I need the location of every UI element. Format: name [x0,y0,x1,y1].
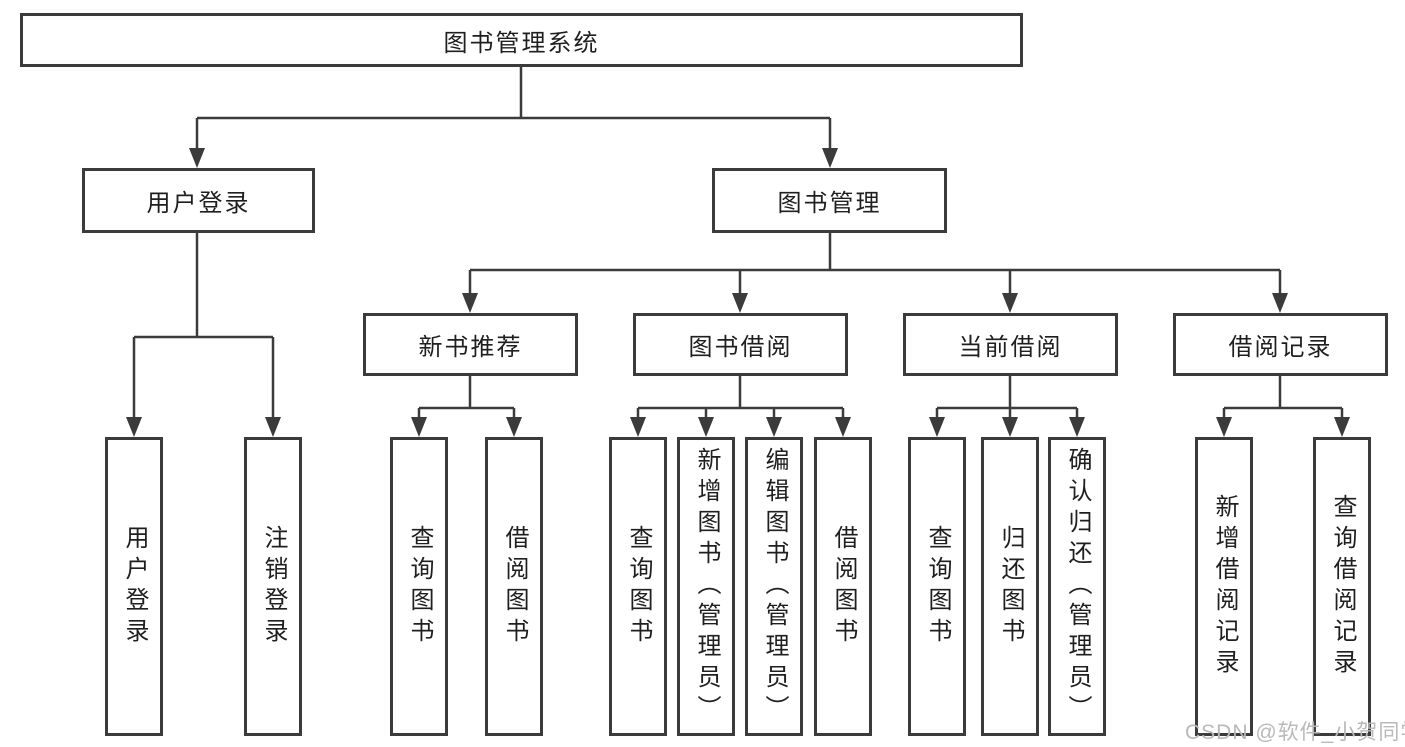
arrowhead [1002,293,1018,313]
arrowhead [1334,417,1350,437]
leaf-add-books-admin: 新增图书（管理员） [677,437,735,736]
connector-current-borrow-to-leaves [929,376,1085,437]
leaf-user-login: 用户登录 [105,437,163,736]
arrowhead [732,293,748,313]
connector-root-to-level1 [189,67,838,168]
arrowhead [1272,293,1288,313]
arrowhead [189,148,205,168]
leaf-query-books-recommend: 查询图书 [390,437,448,736]
node-borrow-records: 借阅记录 [1173,313,1388,376]
arrowhead [929,417,945,437]
node-new-book-recommend: 新书推荐 [363,313,578,376]
leaf-return-books: 归还图书 [981,437,1039,736]
arrowhead [1069,417,1085,437]
leaf-logout: 注销登录 [244,437,302,736]
arrowhead [822,148,838,168]
arrowhead [506,417,522,437]
leaf-add-borrow-record: 新增借阅记录 [1195,437,1253,736]
arrowhead [126,417,142,437]
arrowhead [630,417,646,437]
arrowhead [1002,417,1018,437]
connector-book-management-to-level2 [462,233,1288,313]
arrowhead [462,293,478,313]
leaf-query-borrow-record: 查询借阅记录 [1313,437,1371,736]
node-current-borrow: 当前借阅 [903,313,1118,376]
arrowhead [265,417,281,437]
node-book-management-system: 图书管理系统 [20,13,1023,67]
leaf-confirm-return-admin: 确认归还（管理员） [1048,437,1106,736]
leaf-borrow-books: 借阅图书 [814,437,872,736]
arrowhead [698,417,714,437]
arrowhead [1216,417,1232,437]
connector-user-login-to-leaves [126,233,281,437]
csdn-watermark: CSDN @软件_小贺同学 [1185,721,1405,744]
node-book-borrow: 图书借阅 [633,313,848,376]
leaf-query-books-current: 查询图书 [908,437,966,736]
arrowhead [411,417,427,437]
connector-borrow-records-to-leaves [1216,376,1350,437]
leaf-edit-books-admin: 编辑图书（管理员） [745,437,803,736]
connector-new-book-recommend-to-leaves [411,376,522,437]
arrowhead [766,417,782,437]
leaf-borrow-books-recommend: 借阅图书 [485,437,543,736]
connector-book-borrow-to-leaves [630,376,851,437]
node-book-management-branch: 图书管理 [712,168,947,233]
node-user-login-branch: 用户登录 [82,168,315,233]
arrowhead [835,417,851,437]
leaf-query-books-borrow: 查询图书 [609,437,667,736]
